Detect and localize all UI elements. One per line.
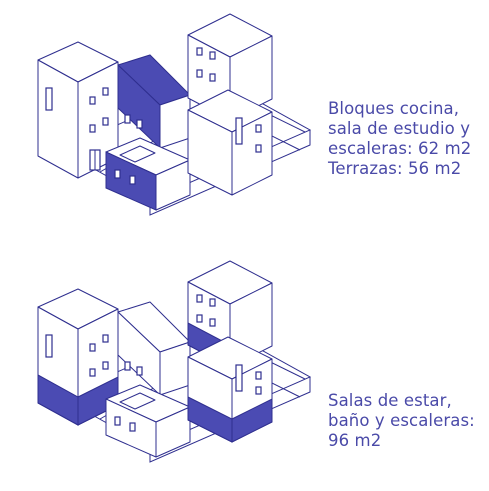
axonometric-diagram-bottom: [0, 247, 320, 487]
front-block: [105, 384, 191, 458]
central-block: [117, 301, 191, 396]
caption-top-line-3: escaleras: 62 m2: [328, 139, 472, 158]
kitchen-block: [117, 54, 191, 150]
caption-top-line-1: Bloques cocina,: [328, 99, 460, 118]
axonometric-drawing-top: [37, 13, 312, 216]
terrace-block: [105, 137, 191, 211]
caption-top-line-4: Terrazas: 56 m2: [328, 159, 462, 178]
axonometric-drawing-bottom: [37, 260, 312, 463]
caption-bottom-line-3: 96 m2: [328, 431, 382, 450]
building-left-bottom: [37, 288, 119, 426]
building-right-bottom: [187, 336, 273, 443]
caption-bottom: Salas de estar, baño y escaleras: 96 m2: [328, 391, 475, 451]
caption-bottom-line-1: Salas de estar,: [328, 391, 452, 410]
building-right: [187, 89, 273, 196]
caption-bottom-line-2: baño y escaleras:: [328, 411, 475, 430]
caption-top: Bloques cocina, sala de estudio y escale…: [328, 99, 471, 179]
caption-top-line-2: sala de estudio y: [328, 119, 471, 138]
building-left: [37, 41, 119, 179]
axonometric-diagram-top: [0, 0, 320, 240]
